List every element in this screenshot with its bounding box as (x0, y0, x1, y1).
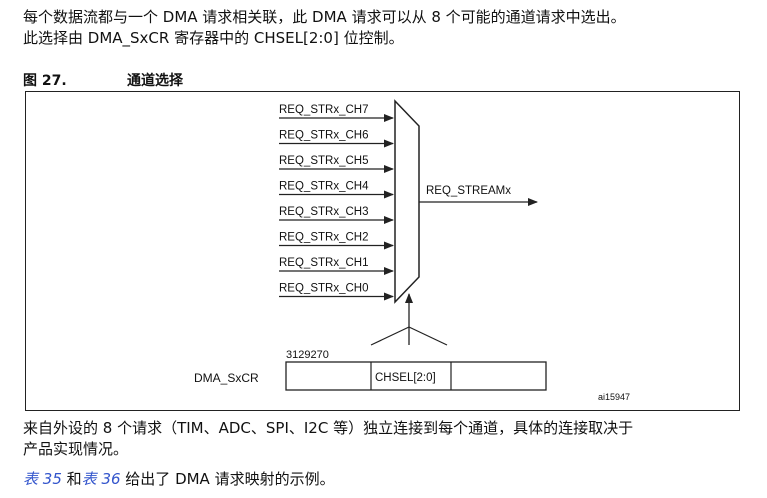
figure-id-label: ai15947 (598, 392, 630, 402)
input-label-req-strx-ch2: REQ_STRx_CH2 (279, 232, 368, 244)
after-line-2: 产品实现情况。 (23, 440, 129, 458)
figure-number: 图 27. (23, 73, 67, 89)
input-request-lines: REQ_STRx_CH7REQ_STRx_CH6REQ_STRx_CH5REQ_… (279, 104, 394, 301)
table-link-36[interactable]: 表 36 (82, 470, 121, 488)
table-link-36-number: 36 (101, 470, 121, 488)
register-box (285, 361, 547, 391)
input-label-req-strx-ch7: REQ_STRx_CH7 (279, 104, 368, 116)
table-link-35-prefix: 表 (23, 470, 43, 488)
input-label-req-strx-ch6: REQ_STRx_CH6 (279, 130, 368, 142)
table-link-36-prefix: 表 (81, 470, 102, 488)
register-name-label: DMA_SxCR (194, 371, 259, 385)
output-label: REQ_STREAMx (426, 185, 511, 197)
input-label-req-strx-ch4: REQ_STRx_CH4 (279, 181, 369, 193)
multiplexer (394, 99, 420, 304)
select-fork-left (370, 326, 410, 346)
table-link-35[interactable]: 表 35 (23, 470, 62, 488)
input-label-req-strx-ch0: REQ_STRx_CH0 (279, 283, 368, 295)
input-label-req-strx-ch5: REQ_STRx_CH5 (279, 155, 368, 167)
figure-caption: 图 27. 通道选择 (23, 70, 183, 90)
intro-line-2: 此选择由 DMA_SxCR 寄存器中的 CHSEL[2:0] 位控制。 (23, 29, 404, 47)
reference-conjunction: 和 (61, 470, 82, 488)
select-fork-right (408, 326, 448, 346)
after-line-1: 来自外设的 8 个请求（TIM、ADC、SPI、I2C 等）独立连接到每个通道，… (23, 419, 634, 437)
intro-line-1: 每个数据流都与一个 DMA 请求相关联，此 DMA 请求可以从 8 个可能的通道… (23, 8, 626, 26)
chsel-field-label: CHSEL[2:0] (375, 372, 436, 384)
input-label-req-strx-ch1: REQ_STRx_CH1 (279, 257, 368, 269)
input-label-req-strx-ch3: REQ_STRx_CH3 (279, 206, 368, 218)
figure-title: 通道选择 (127, 73, 183, 89)
diagram-svg: REQ_STRx_CH7REQ_STRx_CH6REQ_STRx_CH5REQ_… (194, 99, 630, 402)
bit-number-label: 3129270 (286, 349, 329, 361)
reference-suffix: 给出了 DMA 请求映射的示例。 (120, 470, 335, 488)
table-link-35-number: 35 (42, 470, 62, 488)
table-reference-sentence: 表 35 和表 36 给出了 DMA 请求映射的示例。 (23, 469, 335, 490)
